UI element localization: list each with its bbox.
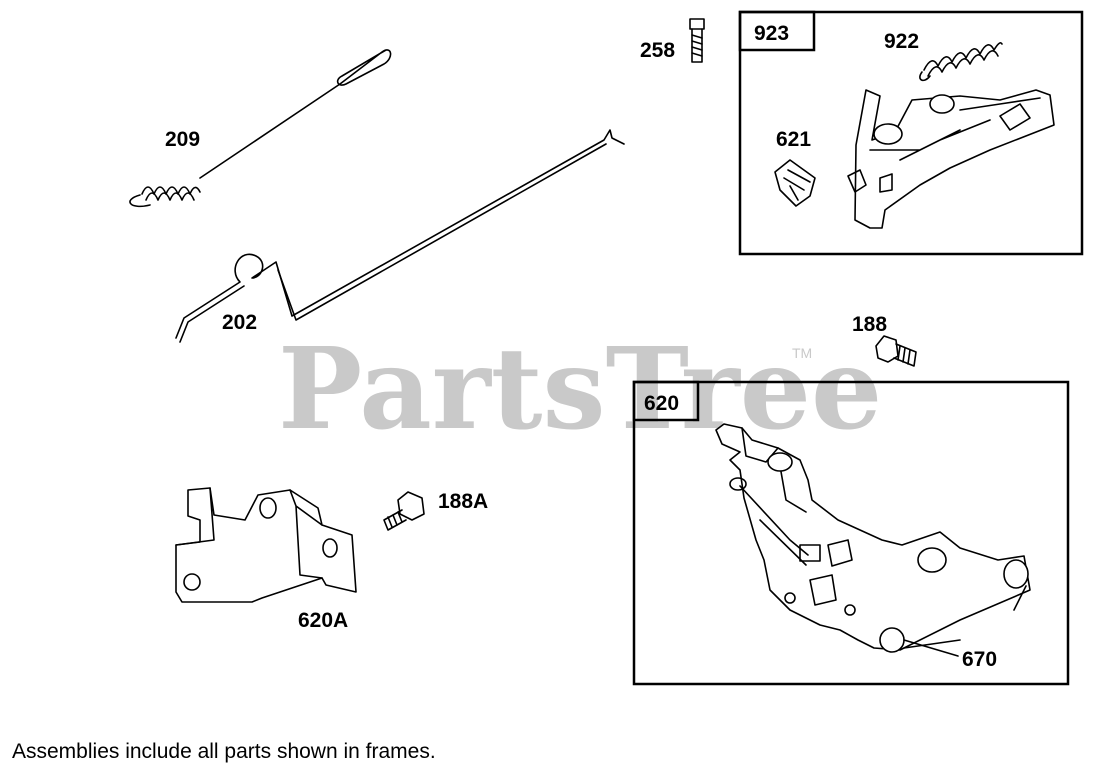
- part-258-bolt[interactable]: [689, 18, 705, 63]
- watermark-trademark: TM: [792, 345, 812, 361]
- label-621: 621: [776, 128, 811, 151]
- part-923-assembly[interactable]: [847, 89, 1055, 229]
- label-209: 209: [165, 128, 200, 151]
- part-188A-bolt[interactable]: [383, 491, 425, 531]
- part-620-assembly[interactable]: [715, 423, 1031, 657]
- part-209-spring[interactable]: [129, 49, 392, 208]
- label-202: 202: [222, 311, 257, 334]
- part-202-rod[interactable]: [175, 129, 625, 343]
- label-188: 188: [852, 313, 887, 336]
- label-922: 922: [884, 30, 919, 53]
- label-620A: 620A: [298, 609, 348, 632]
- label-258: 258: [640, 39, 675, 62]
- watermark-text: PartsTree: [278, 324, 882, 455]
- frame-923-label: 923: [754, 22, 789, 45]
- frame-923: 923: [738, 10, 1084, 256]
- footer-note: Assemblies include all parts shown in fr…: [12, 740, 436, 763]
- label-188A: 188A: [438, 490, 488, 513]
- frame-620-label: 620: [644, 392, 679, 415]
- label-670: 670: [962, 648, 997, 671]
- part-188-bolt[interactable]: [875, 335, 917, 367]
- part-922-spring[interactable]: [919, 42, 1003, 82]
- part-620A-bracket[interactable]: [175, 487, 357, 603]
- part-621-clip[interactable]: [774, 159, 816, 207]
- frame-620: 620: [632, 380, 1070, 686]
